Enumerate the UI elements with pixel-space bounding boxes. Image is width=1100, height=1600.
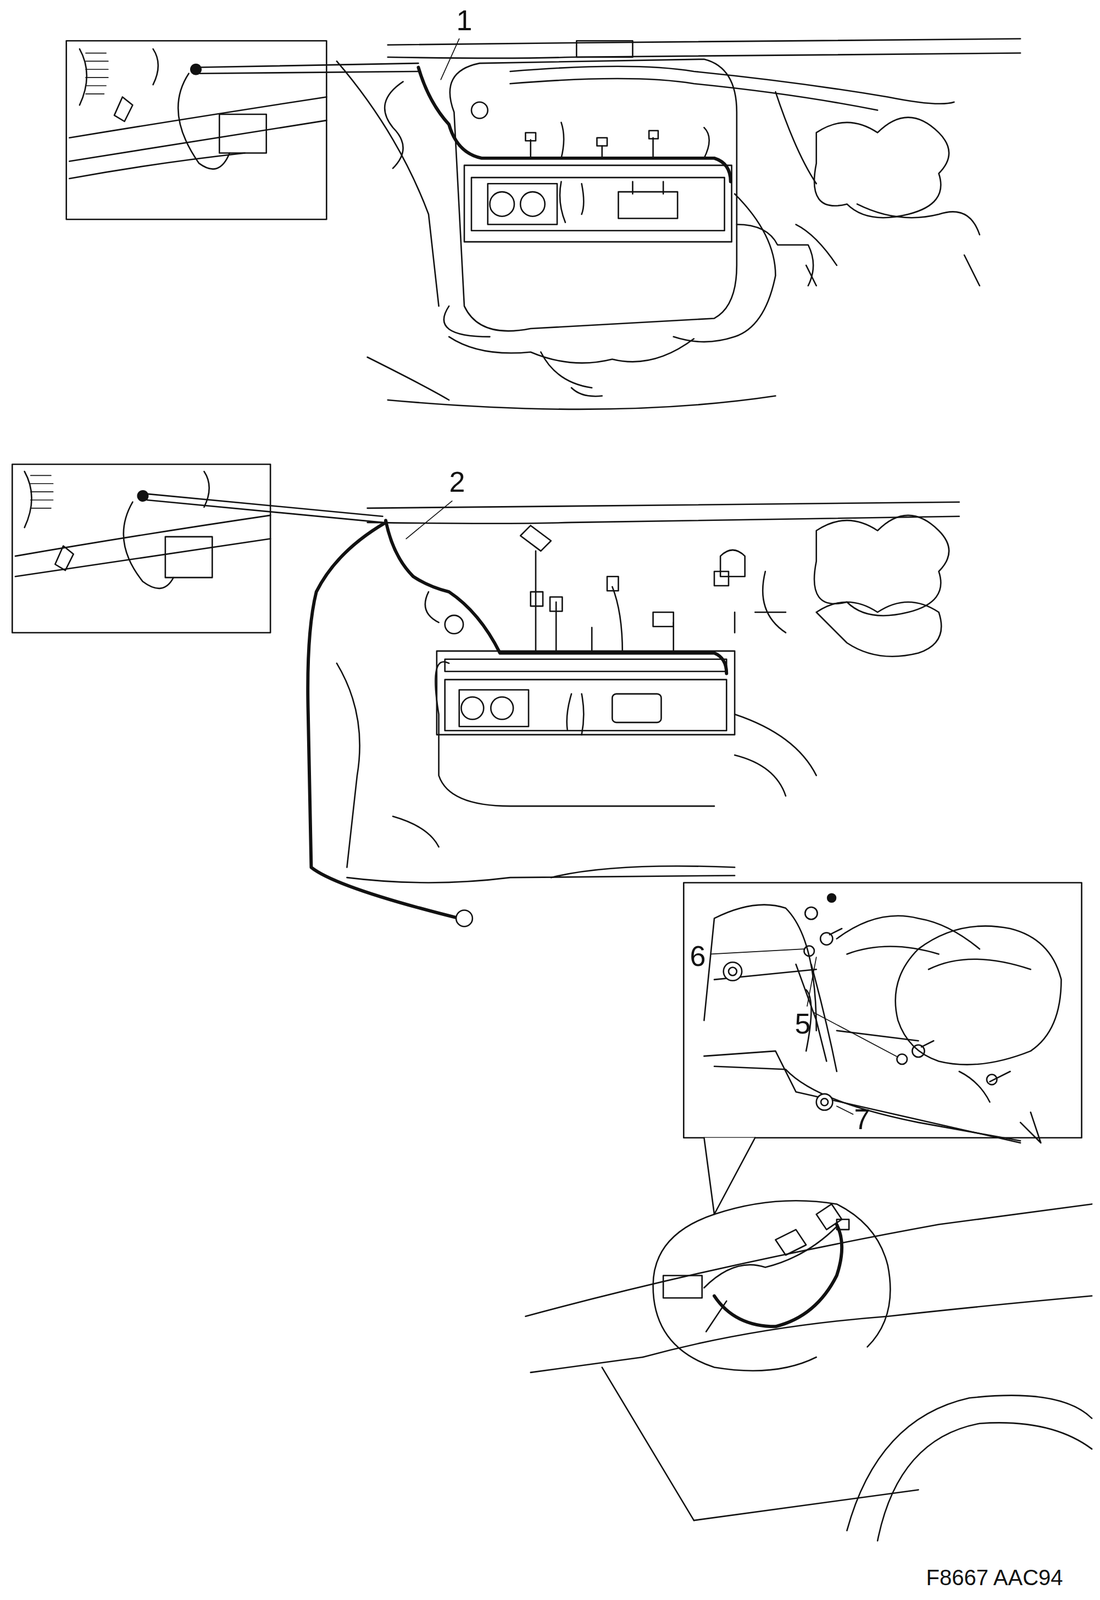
callout-number: 2: [449, 467, 466, 498]
callout-number: 1: [456, 5, 473, 36]
car-front: [525, 1200, 1092, 1541]
middle-engine-bay: [12, 464, 959, 927]
callout-number: 6: [690, 941, 707, 972]
callout-number: 7: [854, 1104, 871, 1135]
mounting-detail: [683, 882, 1082, 1215]
callout-number: 5: [795, 1008, 811, 1040]
figure-code: F8667 AAC94: [925, 1565, 1063, 1590]
top-engine-bay: [66, 39, 1021, 410]
